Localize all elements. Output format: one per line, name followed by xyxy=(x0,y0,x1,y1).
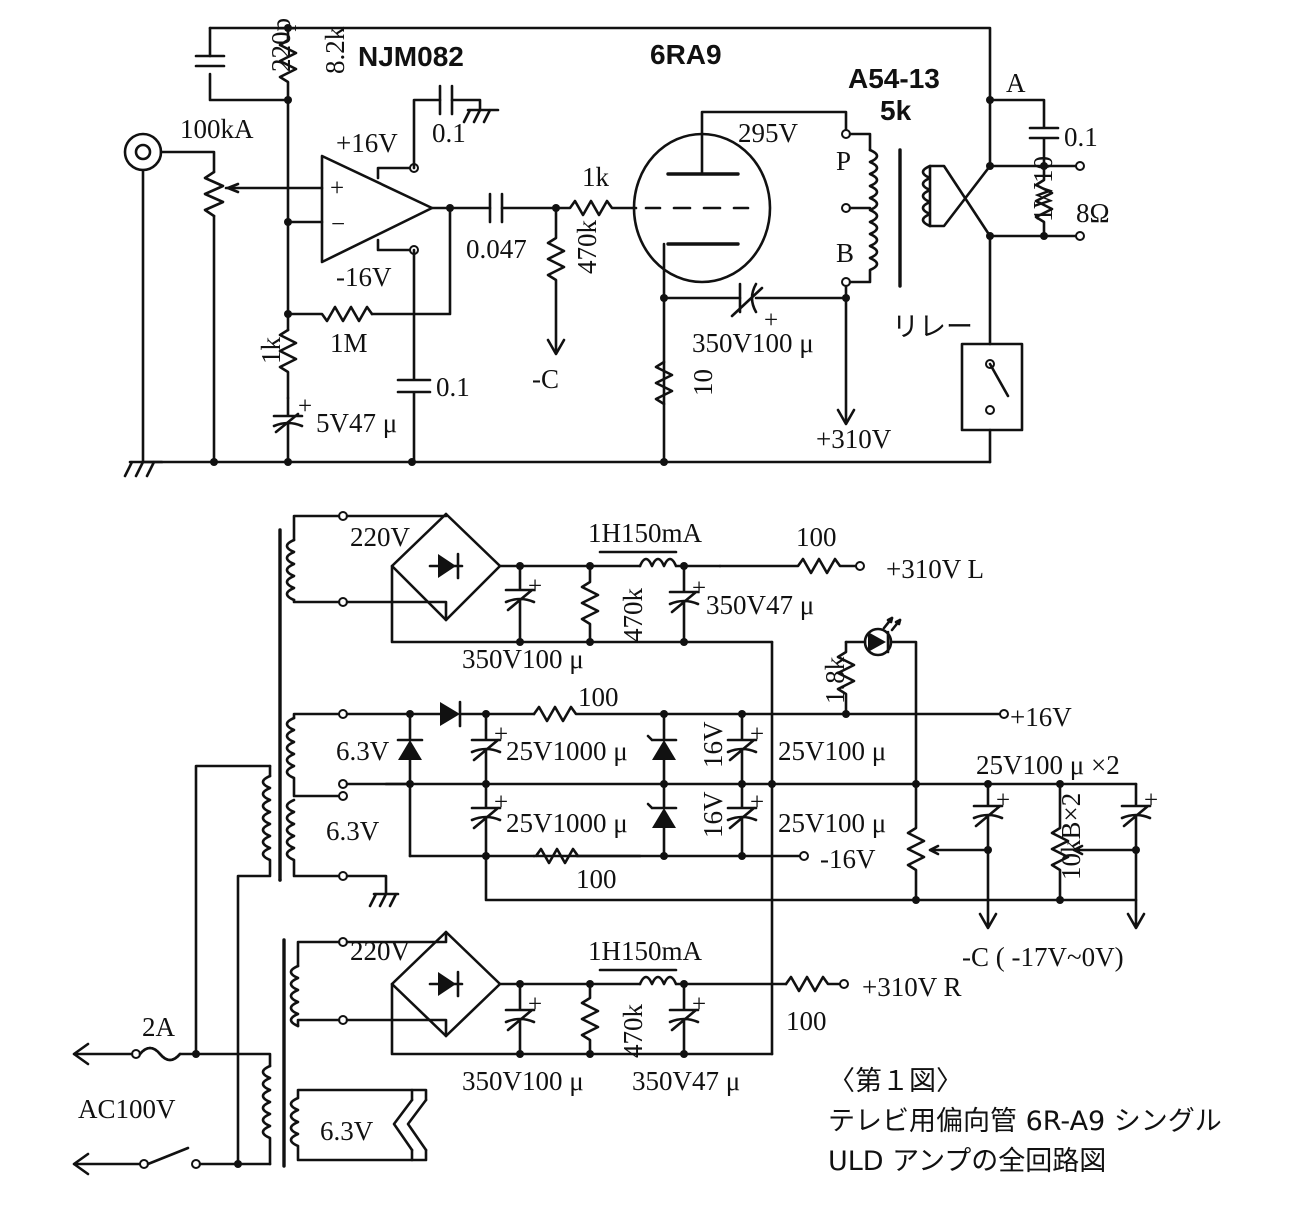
svg-text:+: + xyxy=(528,573,542,600)
v220-bot-label: 220V xyxy=(350,936,411,966)
relay-label: リレー xyxy=(892,312,973,343)
c-25v100-a-label: 25V100 μ xyxy=(778,736,886,766)
opamp: + − xyxy=(320,154,434,264)
svg-text:+: + xyxy=(750,789,764,816)
c-01-out-label: 0.1 xyxy=(1064,122,1098,152)
out-16-label: +16V xyxy=(1010,702,1072,732)
c-0047-label: 0.047 xyxy=(466,234,527,264)
c-220p-label: 220p xyxy=(266,18,296,72)
svg-text:+: + xyxy=(764,307,778,334)
choke-bot-label: 1H150mA xyxy=(588,936,703,966)
tp-b-label: B xyxy=(836,238,854,268)
r-1m-label: 1M xyxy=(330,328,368,358)
svg-text:+: + xyxy=(750,721,764,748)
vpos-label: +16V xyxy=(336,128,398,158)
r100-top-label: 100 xyxy=(796,522,837,552)
transformer-name: A54-13 xyxy=(848,63,940,94)
svg-text:+: + xyxy=(692,991,706,1018)
svg-text:+: + xyxy=(494,721,508,748)
ground-icon xyxy=(123,460,164,478)
plate-voltage-label: 295V xyxy=(738,118,799,148)
relay-icon xyxy=(960,342,1024,432)
out-negc-label: -C ( -17V~0V) xyxy=(962,942,1124,972)
r100-pos-label: 100 xyxy=(578,682,619,712)
ac-label: AC100V xyxy=(78,1094,176,1124)
c-350v100-label: 350V100 μ xyxy=(692,328,814,358)
caption-fig: 〈第１図〉 xyxy=(828,1066,963,1097)
zener-b-label: 16V xyxy=(698,791,728,838)
out-neg16-label: -16V xyxy=(820,844,876,874)
power-supply-section: 220V + 350V100 μ 470k 1H150mA + 350V47 μ xyxy=(72,511,1158,1176)
input-jack-icon xyxy=(123,132,163,172)
r-1k-grid-label: 1k xyxy=(582,162,610,192)
v220-top-label: 220V xyxy=(350,522,411,552)
c-5v47-label: 5V47 μ xyxy=(316,408,397,438)
tube-name: 6RA9 xyxy=(650,39,722,70)
figure-caption: 〈第１図〉 テレビ用偏向管 6R-A9 シングル ULD アンプの全回路図 xyxy=(828,1066,1222,1177)
v63-heater-label: 6.3V xyxy=(320,1116,374,1146)
v63-b-label: 6.3V xyxy=(326,816,380,846)
cap-25v100x2-label: 25V100 μ ×2 xyxy=(976,750,1120,780)
c-350v100-bot-label: 350V100 μ xyxy=(462,1066,584,1096)
r100-bot-label: 100 xyxy=(786,1006,827,1036)
vacuum-tube xyxy=(632,110,848,464)
c-350v47-bot-label: 350V47 μ xyxy=(632,1066,740,1096)
power-switch-icon xyxy=(146,1146,190,1166)
r-1w10-label: 1W10 xyxy=(1028,156,1058,222)
r-10kbx2-label: 10kB×2 xyxy=(1056,793,1086,880)
out-310r-label: +310V R xyxy=(862,972,962,1002)
c-350v100-top-label: 350V100 μ xyxy=(462,644,584,674)
choke-top-label: 1H150mA xyxy=(588,518,703,548)
r-10-label: 10 xyxy=(688,369,718,396)
led-icon xyxy=(863,616,902,657)
opamp-plus: + xyxy=(330,175,344,202)
r-1k-fb-label: 1k xyxy=(256,337,286,365)
svg-text:+: + xyxy=(1144,787,1158,814)
fuse-label: 2A xyxy=(142,1012,176,1042)
svg-text:+: + xyxy=(692,575,706,602)
v63-a-label: 6.3V xyxy=(336,736,390,766)
volume-pot xyxy=(203,170,324,464)
r-18k-label: 1.8k xyxy=(820,656,850,704)
r470k-bot-label: 470k xyxy=(618,1004,648,1059)
volume-label: 100kA xyxy=(180,114,254,144)
caption-line2: ULD アンプの全回路図 xyxy=(828,1146,1106,1177)
out-a-label: A xyxy=(1006,68,1026,98)
amplifier-section: 100kA 220p 8.2k + − NJM082 +16V -16V xyxy=(123,18,1110,478)
svg-text:+: + xyxy=(528,991,542,1018)
fuse-icon xyxy=(138,1046,182,1062)
neg-c-label: -C xyxy=(532,364,559,394)
b-310-label: +310V xyxy=(816,424,892,454)
opamp-minus: − xyxy=(331,211,345,238)
c-25v100-b-label: 25V100 μ xyxy=(778,808,886,838)
c-25v1000-b-label: 25V1000 μ xyxy=(506,808,628,838)
svg-text:+: + xyxy=(494,789,508,816)
bias-pot-left xyxy=(906,782,990,902)
svg-text:+: + xyxy=(996,787,1010,814)
svg-text:+: + xyxy=(298,393,312,420)
c-01-neg-label: 0.1 xyxy=(436,372,470,402)
c-25v1000-a-label: 25V1000 μ xyxy=(506,736,628,766)
caption-line1: テレビ用偏向管 6R-A9 シングル xyxy=(828,1106,1222,1137)
c-01-top-label: 0.1 xyxy=(432,118,466,148)
r-8ohm-label: 8Ω xyxy=(1076,198,1110,228)
bias-pot-right xyxy=(1050,782,1138,902)
r470k-top-label: 470k xyxy=(618,588,648,643)
opamp-name: NJM082 xyxy=(358,41,464,72)
c-350v47-top-label: 350V47 μ xyxy=(706,590,814,620)
r100-neg-label: 100 xyxy=(576,864,617,894)
vneg-label: -16V xyxy=(336,262,392,292)
out-310l-label: +310V L xyxy=(886,554,984,584)
zener-a-label: 16V xyxy=(698,721,728,768)
r-8k2-label: 8.2k xyxy=(320,26,350,74)
transformer-imp: 5k xyxy=(880,95,912,126)
r-470k-label: 470k xyxy=(572,220,602,275)
tp-p-label: P xyxy=(836,146,851,176)
